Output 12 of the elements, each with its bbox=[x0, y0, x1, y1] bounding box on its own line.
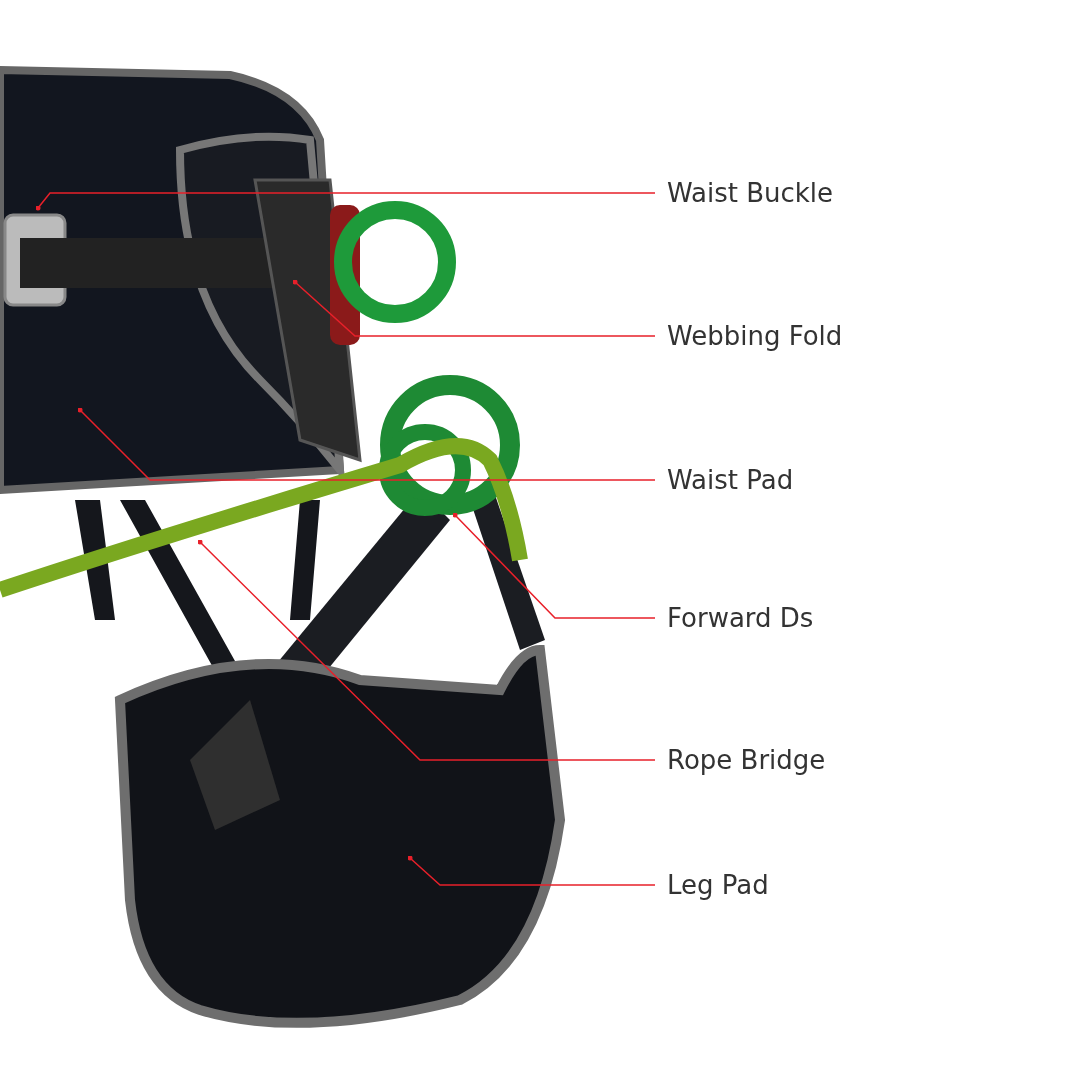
part-label: Leg Pad bbox=[667, 869, 769, 901]
leader-line bbox=[35, 192, 656, 211]
leader-line bbox=[292, 279, 656, 337]
leader-line bbox=[77, 407, 656, 481]
leader-line bbox=[407, 855, 656, 886]
part-label: Webbing Fold bbox=[667, 320, 843, 352]
part-label: Forward Ds bbox=[667, 602, 814, 634]
leader-line bbox=[452, 512, 656, 619]
part-label: Waist Buckle bbox=[667, 177, 834, 209]
leader-line bbox=[197, 539, 656, 761]
part-label: Rope Bridge bbox=[667, 744, 826, 776]
part-label: Waist Pad bbox=[667, 464, 794, 496]
